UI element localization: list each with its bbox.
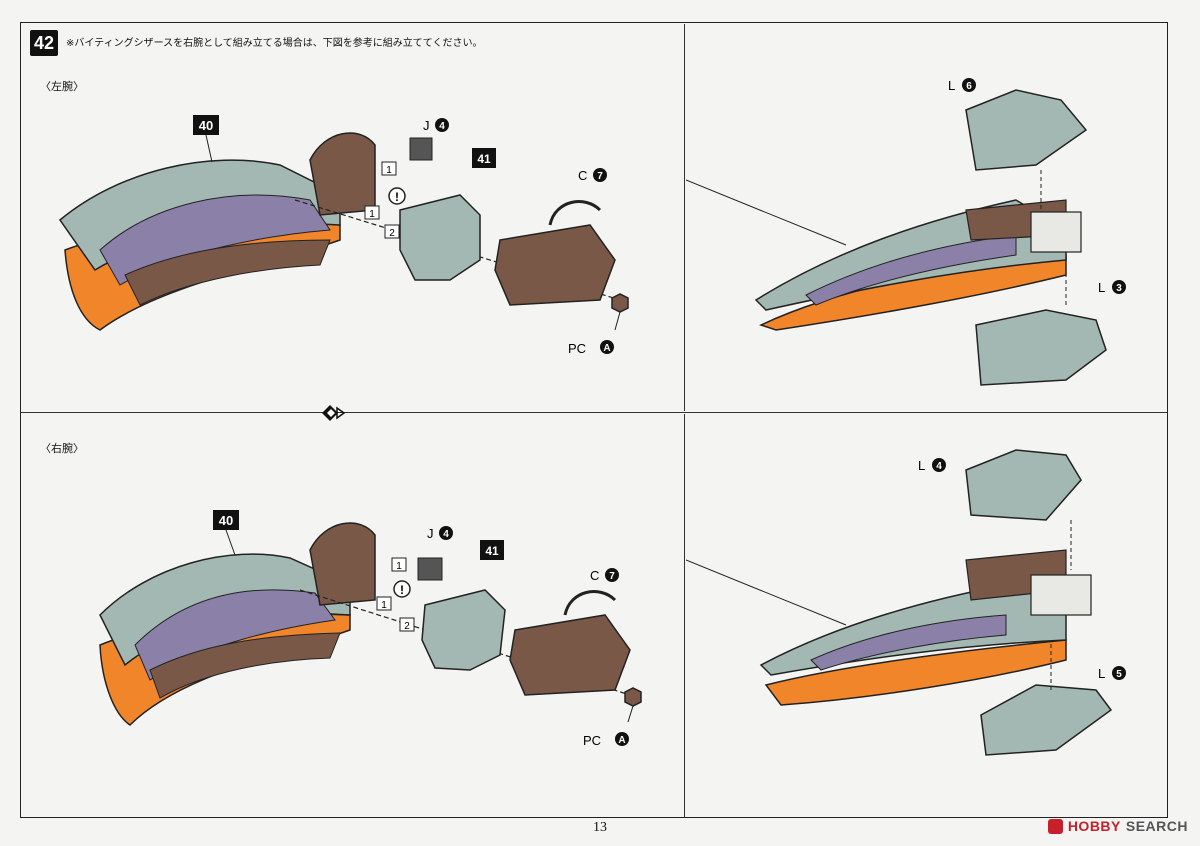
svg-text:J: J bbox=[427, 526, 434, 541]
left-arm-assembled-diagram: L 6 L 3 bbox=[686, 78, 1126, 386]
callout-warning: ! bbox=[388, 187, 406, 205]
svg-text:C: C bbox=[590, 568, 599, 583]
svg-text:7: 7 bbox=[609, 571, 615, 582]
part-j4 bbox=[409, 137, 433, 161]
svg-text:PC: PC bbox=[583, 733, 601, 748]
part-l6-tag: L 6 bbox=[948, 78, 976, 93]
page-frame bbox=[20, 22, 1168, 818]
part-41 bbox=[399, 194, 481, 281]
right-arm-assembled-diagram: L 4 L 5 bbox=[686, 449, 1126, 756]
svg-text:3: 3 bbox=[1116, 283, 1122, 294]
left-arm-exploded-diagram: 40 J 4 41 1 ! 1 2 C 7 PC A bbox=[58, 115, 629, 356]
column-divider-top bbox=[684, 24, 685, 411]
svg-text:40: 40 bbox=[199, 118, 213, 133]
svg-text:!: ! bbox=[400, 583, 404, 597]
swap-arrow-icon bbox=[322, 405, 346, 421]
part-j4-tag: J 4 bbox=[423, 118, 449, 133]
part-pca bbox=[611, 293, 629, 313]
svg-text:C: C bbox=[578, 168, 587, 183]
part-41-tag: 41 bbox=[472, 148, 496, 168]
watermark-brand: HOBBY bbox=[1067, 818, 1121, 834]
step-number-badge: 42 bbox=[30, 30, 58, 56]
hobby-search-logo-icon bbox=[1047, 818, 1063, 834]
step-instruction: ※バイティングシザースを右腕として組み立てる場合は、下図を参考に組み立ててくださ… bbox=[66, 38, 483, 49]
svg-text:2: 2 bbox=[389, 228, 395, 239]
part-41-tag: 41 bbox=[480, 540, 504, 560]
svg-text:!: ! bbox=[395, 190, 399, 204]
callout-1b: 1 bbox=[364, 205, 380, 220]
svg-text:L: L bbox=[918, 458, 925, 473]
part-pca-tag: PC A bbox=[568, 340, 614, 356]
svg-text:4: 4 bbox=[443, 529, 449, 540]
left-arm-label: 〈左腕〉 bbox=[40, 80, 84, 93]
svg-text:4: 4 bbox=[439, 121, 445, 132]
hex-frame bbox=[309, 132, 376, 216]
part-c7 bbox=[494, 224, 616, 306]
svg-text:1: 1 bbox=[386, 165, 392, 176]
part-c7-tag: C 7 bbox=[578, 168, 607, 183]
part-l3-tag: L 3 bbox=[1098, 280, 1126, 295]
svg-text:5: 5 bbox=[1116, 669, 1122, 680]
svg-text:J: J bbox=[423, 118, 430, 133]
svg-text:7: 7 bbox=[597, 171, 603, 182]
svg-text:A: A bbox=[618, 735, 625, 746]
svg-text:1: 1 bbox=[369, 209, 375, 220]
svg-text:41: 41 bbox=[485, 544, 499, 558]
part-40-tag: 40 bbox=[193, 115, 219, 135]
part-l4 bbox=[965, 449, 1082, 521]
svg-text:L: L bbox=[1098, 280, 1105, 295]
svg-text:1: 1 bbox=[396, 561, 402, 572]
svg-text:4: 4 bbox=[936, 461, 942, 472]
right-arm-label: 〈右腕〉 bbox=[40, 442, 84, 455]
svg-text:PC: PC bbox=[568, 341, 586, 356]
brown-frame bbox=[124, 239, 331, 306]
part-l6 bbox=[965, 89, 1088, 171]
part-pca-tag: PC A bbox=[583, 732, 629, 748]
svg-text:1: 1 bbox=[381, 600, 387, 611]
right-arm-exploded-diagram: 40 J 4 41 1 ! 1 2 C 7 PC A bbox=[99, 510, 642, 748]
callout-1a: 1 bbox=[381, 161, 397, 176]
row-divider bbox=[20, 412, 1168, 413]
svg-text:6: 6 bbox=[966, 81, 972, 92]
part-j4-tag: J 4 bbox=[427, 526, 453, 541]
part-l5-tag: L 5 bbox=[1098, 666, 1126, 681]
svg-text:2: 2 bbox=[404, 621, 410, 632]
part-l4-tag: L 4 bbox=[918, 458, 946, 473]
watermark-suffix: SEARCH bbox=[1125, 818, 1188, 834]
column-divider-bottom bbox=[684, 414, 685, 817]
hobby-search-watermark: HOBBY SEARCH bbox=[1047, 818, 1188, 834]
part-l3 bbox=[975, 309, 1107, 386]
svg-text:L: L bbox=[1098, 666, 1105, 681]
svg-text:41: 41 bbox=[477, 152, 491, 166]
svg-text:40: 40 bbox=[219, 513, 233, 528]
page-number: 13 bbox=[593, 820, 607, 835]
svg-text:A: A bbox=[603, 343, 610, 354]
part-c7-tag: C 7 bbox=[590, 568, 619, 583]
callout-2: 2 bbox=[384, 224, 400, 239]
part-40-tag: 40 bbox=[213, 510, 239, 530]
part-l5 bbox=[980, 684, 1113, 756]
svg-text:L: L bbox=[948, 78, 955, 93]
